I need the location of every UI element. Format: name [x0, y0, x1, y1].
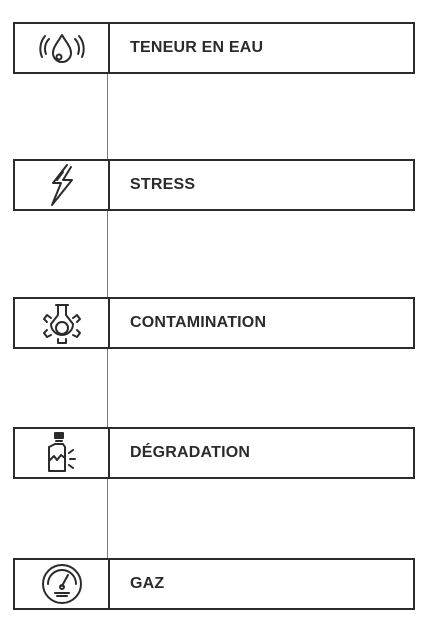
broken-bottle-icon — [43, 431, 81, 475]
item-label: TENEUR EN EAU — [130, 39, 264, 56]
icon-cell — [15, 299, 110, 347]
item-label: DÉGRADATION — [130, 444, 251, 461]
item-label: GAZ — [130, 575, 165, 592]
list-item-gaz: GAZ — [13, 558, 415, 610]
water-drop-icon — [38, 30, 86, 66]
icon-cell — [15, 161, 110, 209]
list-item-degradation: DÉGRADATION — [13, 427, 415, 479]
flask-gear-icon — [41, 302, 83, 344]
icon-cell — [15, 24, 110, 72]
gauge-icon — [40, 562, 84, 606]
lightning-icon — [47, 163, 77, 207]
icon-cell — [15, 560, 110, 608]
list-item-stress: STRESS — [13, 159, 415, 211]
item-label: CONTAMINATION — [130, 314, 267, 331]
list-item-contamination: CONTAMINATION — [13, 297, 415, 349]
item-label: STRESS — [130, 176, 196, 193]
icon-cell — [15, 429, 110, 477]
list-item-teneur-en-eau: TENEUR EN EAU — [13, 22, 415, 74]
